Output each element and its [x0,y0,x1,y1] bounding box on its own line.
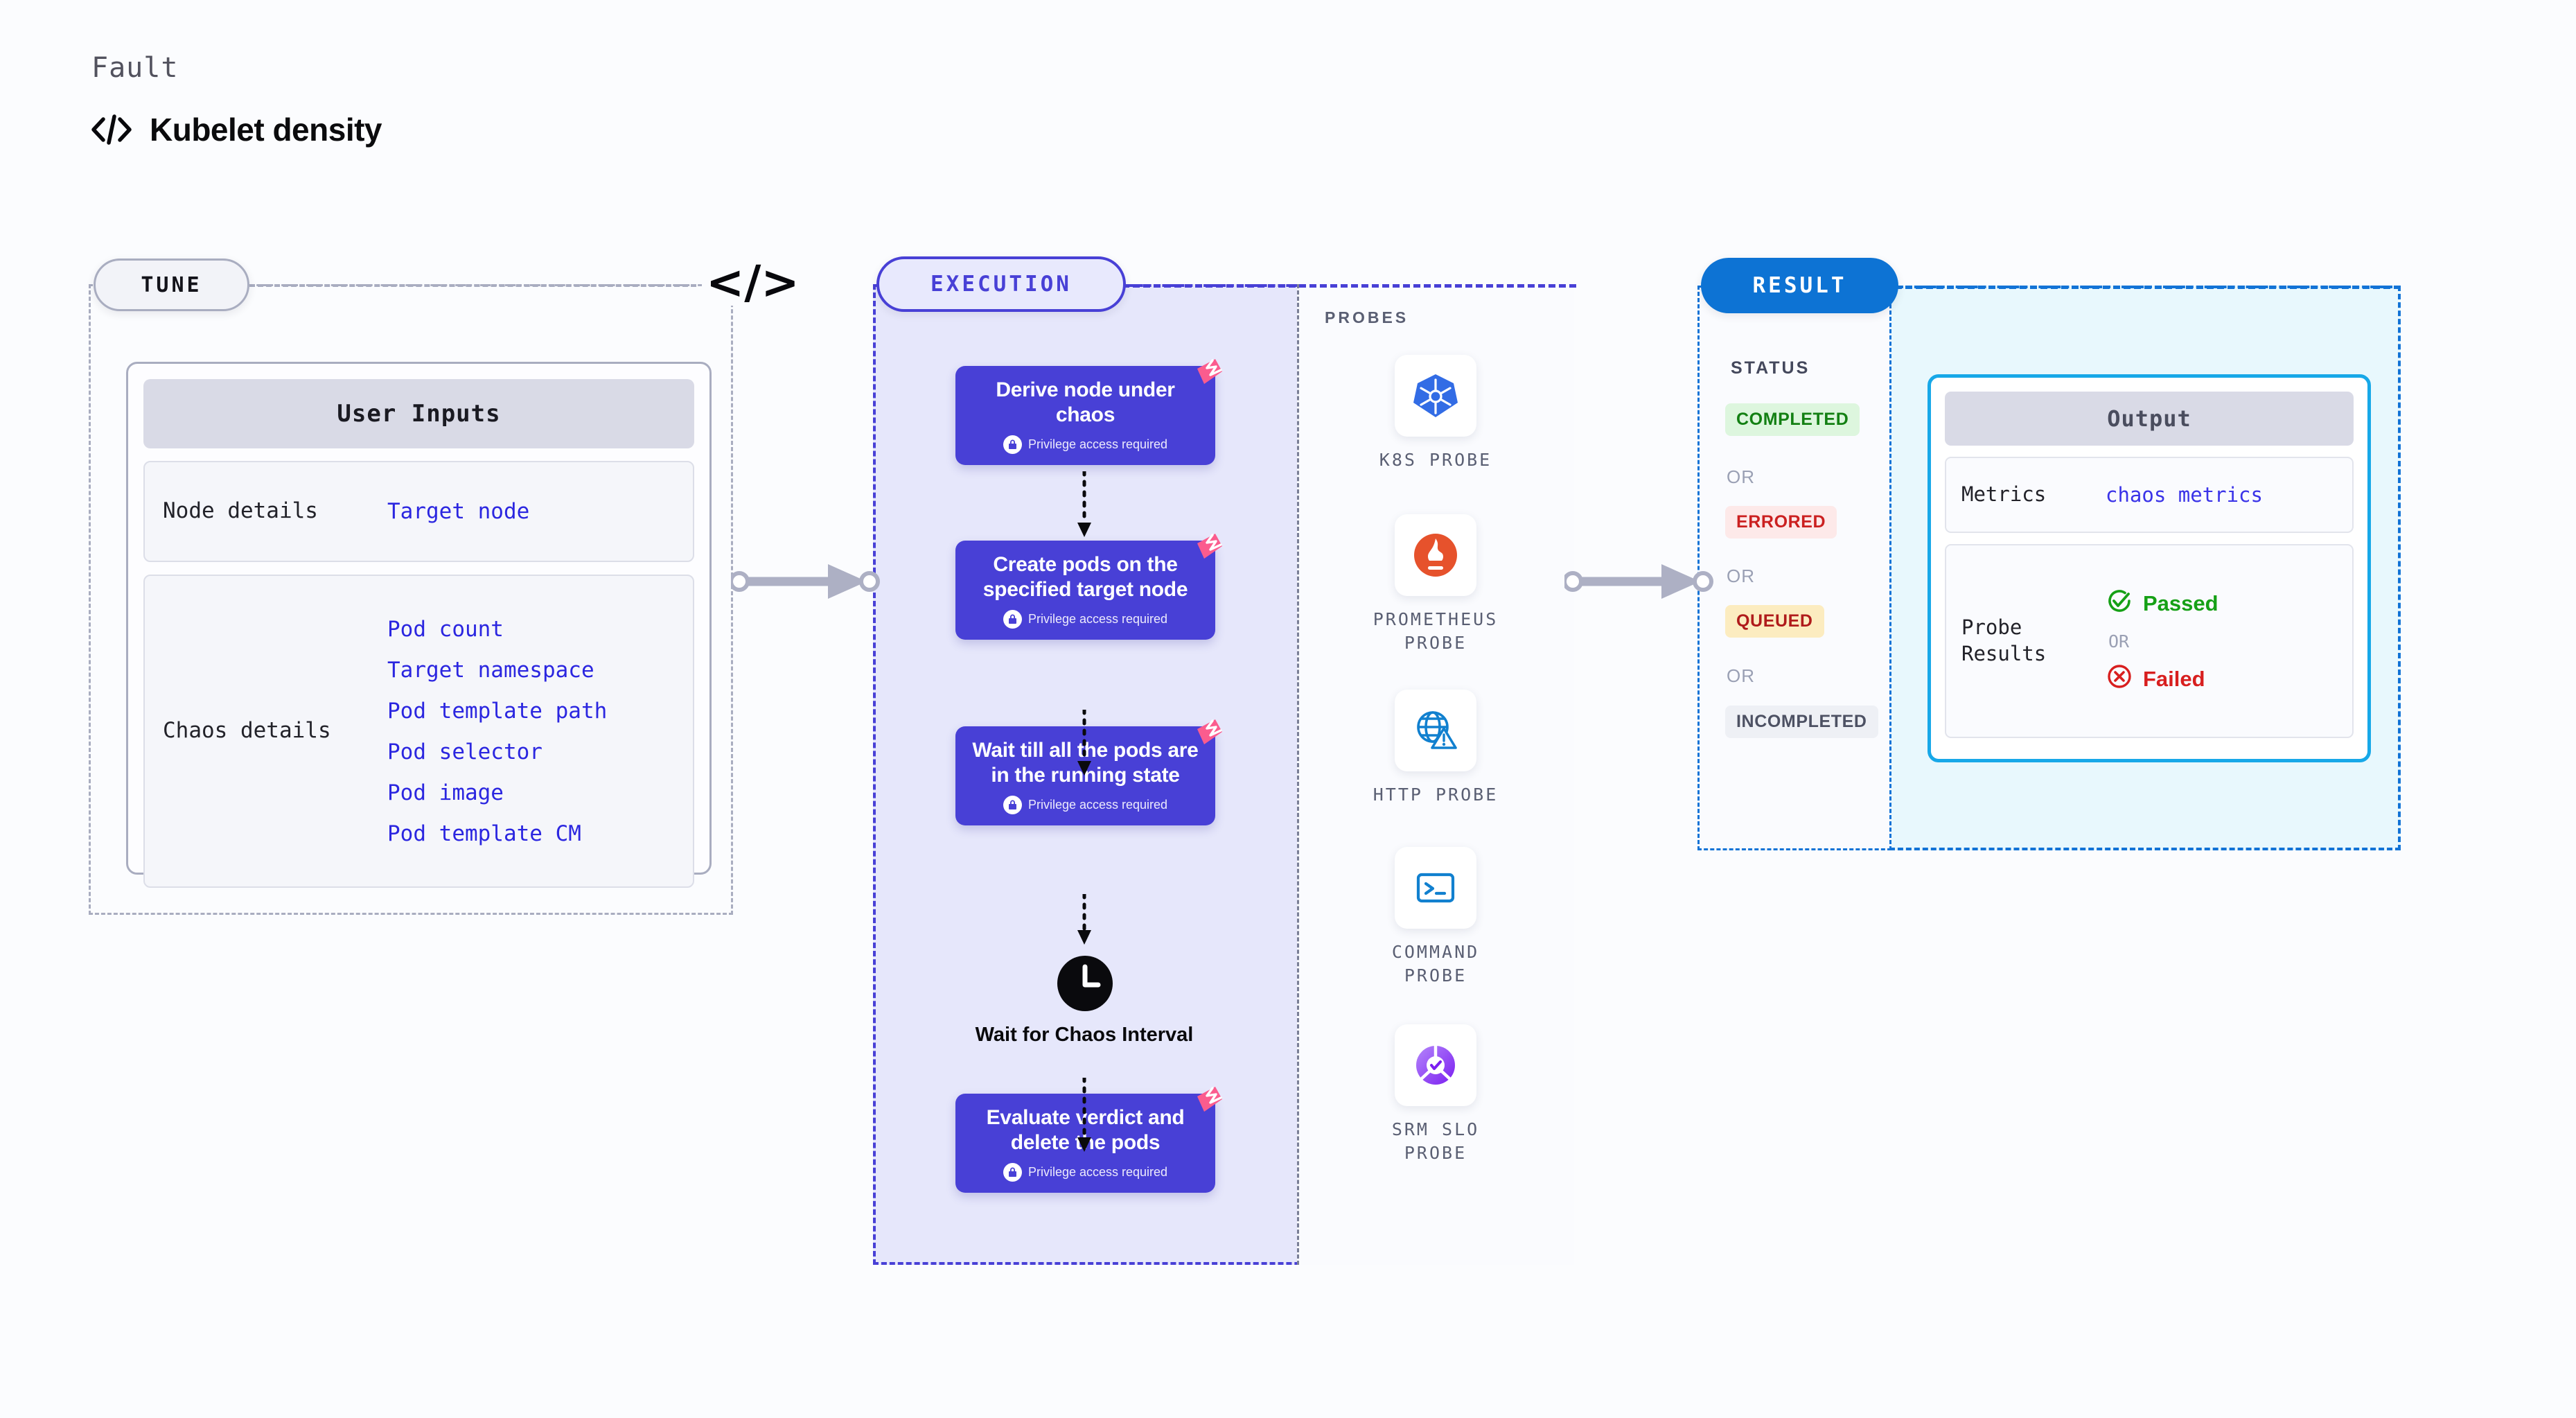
privilege-note: Privilege access required [968,1163,1203,1182]
execution-node-title: Create pods on the specified target node [982,553,1188,601]
tune-value-pod-template-path[interactable]: Pod template path [387,698,608,724]
status-badge-queued: QUEUED [1725,605,1824,638]
execution-node-title: Derive node under chaos [996,378,1175,426]
status-badge-errored: ERRORED [1725,506,1837,539]
privilege-note-text: Privilege access required [1027,1165,1168,1179]
user-inputs-card: User Inputs Node details Target node Cha… [126,362,712,888]
tune-row-chaos-details: Chaos details Pod count Target namespace… [143,575,694,888]
terminal-icon [1395,847,1476,929]
tune-row-values: Pod count Target namespace Pod template … [387,617,607,846]
connector-tune-to-execution [731,564,880,599]
status-or-3: OR [1727,665,1755,686]
privilege-note: Privilege access required [968,435,1203,454]
tune-value-pod-template-cm[interactable]: Pod template CM [387,821,581,846]
flow-arrow-4 [1077,1078,1091,1152]
lock-icon [1003,1163,1022,1182]
result-status-panel [1697,286,1891,850]
code-brackets-icon [90,112,133,148]
output-metrics-value[interactable]: chaos metrics [2106,483,2263,507]
execution-dashed-connector [1122,284,1576,288]
probe-command[interactable]: COMMAND PROBE [1346,847,1526,988]
probe-http[interactable]: HTTP PROBE [1346,690,1526,807]
probe-verdicts: Passed OR Failed [2106,587,2218,696]
probe-label: SRM SLO PROBE [1391,1119,1480,1163]
result-pill: RESULT [1701,258,1898,313]
tune-row-key: Chaos details [163,718,331,744]
flow-arrow-3 [1077,894,1091,945]
prometheus-icon [1395,514,1476,596]
privilege-note: Privilege access required [968,796,1203,814]
privilege-note-text: Privilege access required [1027,612,1168,626]
harness-badge-icon [1194,531,1225,565]
flow-arrow-2 [1077,710,1091,776]
probe-label: K8S PROBE [1379,450,1492,470]
harness-badge-icon [1194,717,1225,751]
probe-label: PROMETHEUS PROBE [1373,609,1499,653]
page-title: Kubelet density [150,112,382,148]
execution-node-2[interactable]: Create pods on the specified target node… [955,534,1222,640]
tune-value-pod-image[interactable]: Pod image [387,780,504,805]
tune-row-values: Target node [387,499,529,524]
output-row-probe-results: Probe Results Passed OR [1945,544,2354,738]
status-badge-incompleted: INCOMPLETED [1725,706,1878,738]
status-badge-completed: COMPLETED [1725,403,1860,436]
x-circle-icon [2106,663,2133,696]
verdict-failed-label: Failed [2143,666,2205,691]
lock-icon [1003,796,1022,814]
privilege-note: Privilege access required [968,610,1203,629]
output-title: Output [1945,392,2354,446]
check-circle-icon [2106,587,2133,620]
privilege-note-text: Privilege access required [1027,798,1168,812]
lock-icon [1003,610,1022,629]
tune-row-key: Node details [163,498,318,524]
result-dashed-connector [1895,286,2401,289]
probe-k8s[interactable]: K8S PROBE [1346,355,1526,472]
probe-prometheus[interactable]: PROMETHEUS PROBE [1346,514,1526,655]
page-eyebrow: Fault [91,52,179,84]
wait-for-chaos-interval-label: Wait for Chaos Interval [975,1024,1194,1046]
tune-value-target-namespace[interactable]: Target namespace [387,657,594,683]
probe-srm-slo[interactable]: SRM SLO PROBE [1346,1024,1526,1165]
kubernetes-icon [1395,355,1476,437]
tune-value-target-node[interactable]: Target node [387,499,530,524]
privilege-note-text: Privilege access required [1027,437,1168,451]
clock-icon [1055,953,1115,1017]
status-or-2: OR [1727,566,1755,586]
status-or-1: OR [1727,466,1755,487]
user-inputs-title: User Inputs [143,379,694,448]
probes-title: PROBES [1325,308,1409,326]
tune-value-pod-count[interactable]: Pod count [387,616,504,642]
output-metrics-key: Metrics [1961,482,2047,507]
tune-code-icon: </> [702,260,804,306]
output-row-metrics: Metrics chaos metrics [1945,457,2354,533]
tune-row-node-details: Node details Target node [143,461,694,562]
page-title-row: Kubelet density [90,111,382,148]
status-title: STATUS [1731,358,1810,378]
globe-warning-icon [1395,690,1476,771]
verdict-or: OR [2108,631,2130,651]
execution-node-1[interactable]: Derive node under chaos Privilege access… [955,359,1222,465]
slo-gauge-icon [1395,1024,1476,1106]
execution-pill: EXECUTION [876,256,1126,312]
lock-icon [1003,435,1022,454]
tune-value-pod-selector[interactable]: Pod selector [387,739,542,764]
verdict-passed-label: Passed [2143,590,2218,615]
verdict-failed: Failed [2106,663,2218,696]
tune-dashed-connector [249,284,696,287]
output-probe-key: Probe Results [1961,615,2047,665]
output-card: Output Metrics chaos metrics Probe Resul… [1927,374,2371,762]
probe-label: COMMAND PROBE [1391,942,1480,986]
probe-label: HTTP PROBE [1373,785,1499,805]
harness-badge-icon [1194,356,1225,390]
verdict-passed: Passed [2106,587,2218,620]
tune-pill: TUNE [94,259,249,311]
harness-badge-icon [1194,1084,1225,1118]
connector-execution-to-result [1564,564,1713,599]
flow-arrow-1 [1077,471,1091,537]
